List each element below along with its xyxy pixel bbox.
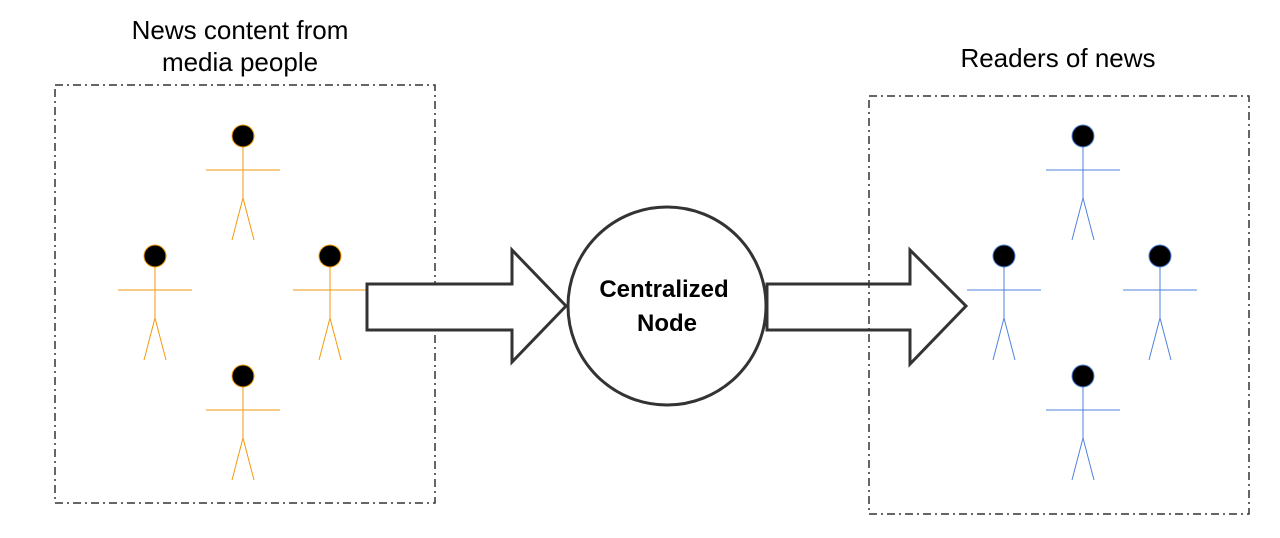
source-person-icon (117, 244, 193, 361)
centralized-node-circle (566, 205, 768, 407)
node-label-line2: Node (637, 310, 697, 337)
node-label-line1: Centralized (599, 276, 728, 303)
readers-people (966, 124, 1198, 481)
arrow-node-to-readers (765, 246, 969, 368)
reader-person-icon (966, 244, 1042, 361)
sources-label-line2: media people (162, 47, 318, 77)
reader-person-icon (1045, 124, 1121, 241)
readers-label: Readers of news (960, 43, 1155, 73)
source-person-icon (292, 244, 368, 361)
reader-person-icon (1122, 244, 1198, 361)
sources-people (117, 124, 368, 481)
readers-group-box (868, 95, 1250, 515)
centralized-node: Centralized Node (566, 205, 768, 407)
arrow-sources-to-node (365, 246, 569, 366)
source-person-icon (205, 124, 281, 241)
sources-label-line1: News content from (132, 15, 349, 45)
reader-person-icon (1045, 364, 1121, 481)
source-person-icon (205, 364, 281, 481)
